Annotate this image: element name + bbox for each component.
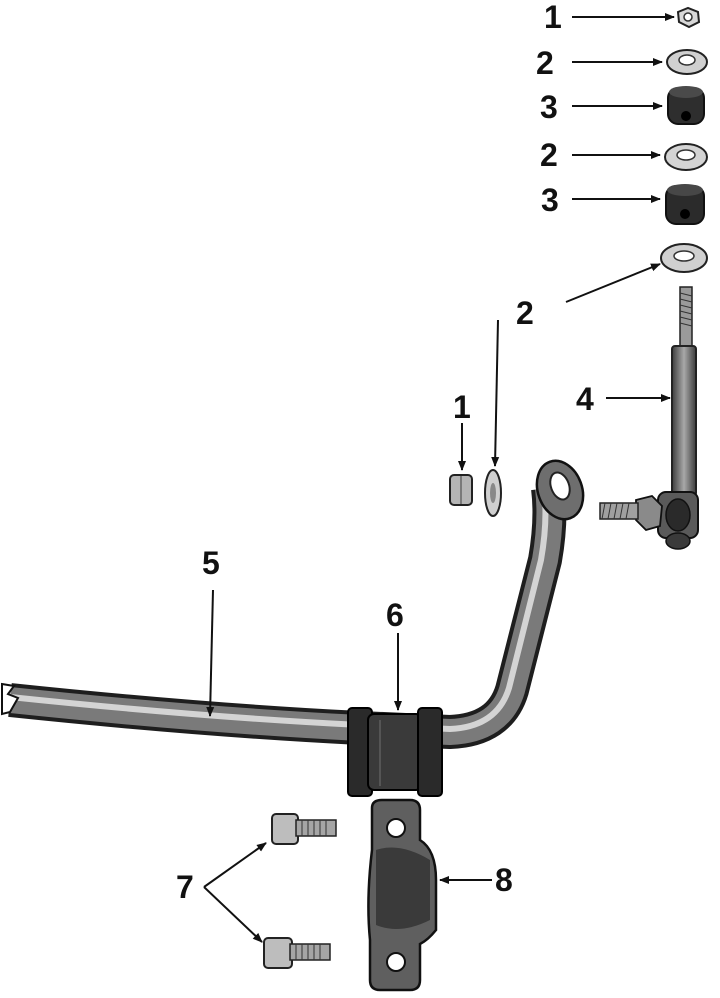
bolt-upper-part <box>271 813 337 845</box>
callout-5-bar: 5 <box>202 545 220 581</box>
small-washer-part <box>484 469 502 517</box>
bushing-part <box>667 86 705 125</box>
stabilizer-bar-part <box>0 459 585 749</box>
washer-part <box>666 49 708 75</box>
callout-6-bushing: 6 <box>386 597 404 633</box>
small-nut-part <box>449 474 473 506</box>
washer-part-2 <box>664 143 708 171</box>
end-link-part <box>599 286 699 550</box>
callout-2-lower: 2 <box>516 295 534 331</box>
callout-3-lower: 3 <box>541 182 559 218</box>
bushing-part-2 <box>665 184 705 225</box>
leader-lines <box>203 13 675 943</box>
callout-7-bolts: 7 <box>176 869 194 905</box>
callout-2-top: 2 <box>536 45 554 81</box>
callout-1-top: 1 <box>544 0 562 35</box>
bar-bushing-part <box>347 707 443 797</box>
callout-4-link: 4 <box>576 381 594 417</box>
bolt-lower-part <box>263 937 331 969</box>
washer-part-3 <box>660 243 708 273</box>
callout-8-bracket: 8 <box>495 862 513 898</box>
callout-1-small: 1 <box>453 389 471 425</box>
bracket-part <box>367 798 438 992</box>
callout-3-top: 3 <box>540 89 558 125</box>
callout-2-mid: 2 <box>540 137 558 173</box>
nut-part <box>676 6 701 29</box>
